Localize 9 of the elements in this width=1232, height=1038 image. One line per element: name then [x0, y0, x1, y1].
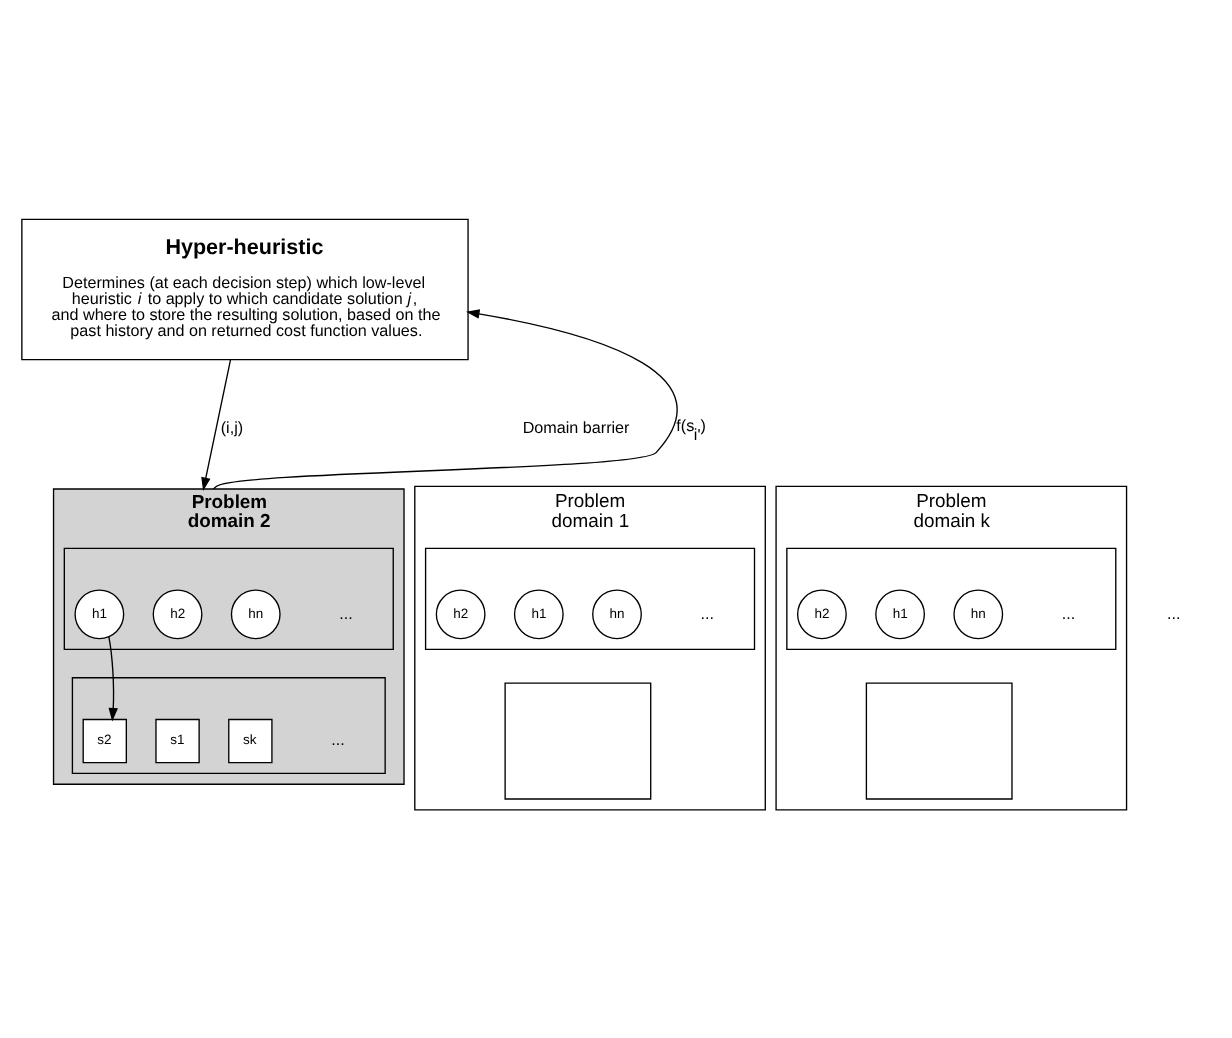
cluster — [63, 546, 394, 650]
cluster — [71, 676, 386, 774]
node-box — [504, 681, 652, 799]
arrow — [108, 635, 118, 721]
arrow — [212, 308, 678, 489]
cluster — [786, 546, 1117, 650]
cluster — [424, 546, 756, 650]
arrow — [201, 358, 232, 490]
node-box — [865, 681, 1013, 799]
